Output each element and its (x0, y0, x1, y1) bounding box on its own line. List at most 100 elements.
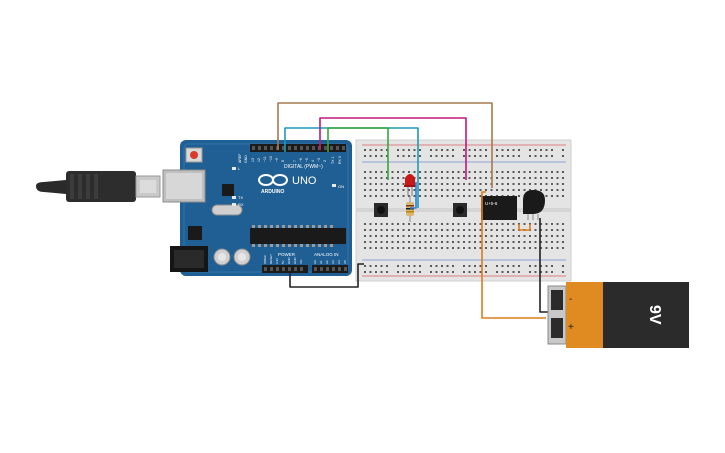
wire-orange-short[interactable] (518, 224, 531, 231)
breadboard-hole[interactable] (413, 271, 416, 273)
breadboard-hole[interactable] (446, 235, 449, 237)
breadboard-hole[interactable] (468, 229, 471, 231)
breadboard-hole[interactable] (419, 171, 421, 173)
breadboard-hole[interactable] (435, 223, 438, 225)
breadboard-hole[interactable] (375, 247, 377, 249)
breadboard-hole[interactable] (485, 265, 487, 267)
breadboard-hole[interactable] (441, 247, 443, 249)
breadboard-hole[interactable] (386, 271, 388, 273)
breadboard-hole[interactable] (391, 235, 394, 237)
breadboard-hole[interactable] (474, 149, 476, 151)
breadboard-hole[interactable] (463, 265, 465, 267)
breadboard-hole[interactable] (545, 177, 548, 179)
relay[interactable]: U+5-6 (481, 196, 517, 220)
breadboard-hole[interactable] (468, 223, 471, 225)
red-led[interactable] (404, 174, 416, 196)
breadboard-hole[interactable] (501, 149, 504, 151)
breadboard-hole[interactable] (452, 155, 454, 157)
breadboard-hole[interactable] (419, 149, 421, 151)
breadboard-hole[interactable] (534, 223, 537, 225)
breadboard-hole[interactable] (397, 229, 399, 231)
breadboard-hole[interactable] (529, 171, 531, 173)
breadboard-hole[interactable] (479, 155, 482, 157)
breadboard-hole[interactable] (375, 265, 377, 267)
breadboard-hole[interactable] (430, 235, 432, 237)
breadboard-hole[interactable] (463, 183, 465, 185)
breadboard-hole[interactable] (364, 183, 366, 185)
breadboard-hole[interactable] (463, 271, 465, 273)
breadboard-hole[interactable] (408, 171, 410, 173)
breadboard-hole[interactable] (441, 155, 443, 157)
breadboard-hole[interactable] (523, 177, 526, 179)
breadboard-hole[interactable] (518, 189, 520, 191)
breadboard-hole[interactable] (435, 155, 438, 157)
breadboard-hole[interactable] (562, 155, 564, 157)
breadboard-hole[interactable] (496, 183, 498, 185)
breadboard-hole[interactable] (551, 171, 553, 173)
breadboard-hole[interactable] (512, 265, 515, 267)
breadboard-hole[interactable] (485, 189, 487, 191)
breadboard-hole[interactable] (419, 265, 421, 267)
breadboard-hole[interactable] (386, 241, 388, 243)
breadboard-hole[interactable] (380, 177, 383, 179)
breadboard-hole[interactable] (452, 171, 454, 173)
breadboard-hole[interactable] (446, 177, 449, 179)
breadboard-hole[interactable] (474, 155, 476, 157)
breadboard-hole[interactable] (496, 247, 498, 249)
breadboard-hole[interactable] (468, 235, 471, 237)
breadboard-hole[interactable] (474, 195, 476, 197)
breadboard-hole[interactable] (441, 229, 443, 231)
wire-black-gnd[interactable] (289, 263, 364, 288)
breadboard-hole[interactable] (490, 247, 493, 249)
breadboard-hole[interactable] (424, 223, 427, 225)
breadboard-hole[interactable] (397, 183, 399, 185)
breadboard-hole[interactable] (391, 229, 394, 231)
breadboard-hole[interactable] (430, 177, 432, 179)
breadboard-hole[interactable] (397, 155, 399, 157)
breadboard-hole[interactable] (408, 241, 410, 243)
breadboard-hole[interactable] (518, 235, 520, 237)
breadboard-hole[interactable] (474, 247, 476, 249)
breadboard-hole[interactable] (545, 271, 548, 273)
breadboard-hole[interactable] (441, 241, 443, 243)
breadboard-hole[interactable] (419, 177, 421, 179)
breadboard-hole[interactable] (556, 183, 559, 185)
breadboard-hole[interactable] (424, 195, 427, 197)
breadboard-hole[interactable] (441, 183, 443, 185)
breadboard-hole[interactable] (507, 241, 509, 243)
breadboard-hole[interactable] (518, 155, 520, 157)
breadboard-hole[interactable] (479, 189, 482, 191)
breadboard-hole[interactable] (529, 155, 531, 157)
breadboard-hole[interactable] (380, 235, 383, 237)
breadboard-hole[interactable] (430, 195, 432, 197)
breadboard-hole[interactable] (545, 155, 548, 157)
breadboard-hole[interactable] (364, 155, 366, 157)
breadboard-hole[interactable] (529, 189, 531, 191)
breadboard-hole[interactable] (468, 271, 471, 273)
breadboard-hole[interactable] (512, 155, 515, 157)
breadboard-hole[interactable] (474, 171, 476, 173)
breadboard-hole[interactable] (496, 189, 498, 191)
breadboard-hole[interactable] (468, 183, 471, 185)
breadboard-hole[interactable] (507, 177, 509, 179)
breadboard-hole[interactable] (430, 155, 432, 157)
breadboard-hole[interactable] (551, 177, 553, 179)
breadboard-hole[interactable] (529, 247, 531, 249)
breadboard-hole[interactable] (551, 189, 553, 191)
breadboard-hole[interactable] (380, 149, 383, 151)
breadboard-hole[interactable] (523, 171, 526, 173)
breadboard-hole[interactable] (529, 265, 531, 267)
breadboard-hole[interactable] (540, 155, 542, 157)
breadboard-hole[interactable] (441, 235, 443, 237)
breadboard-hole[interactable] (551, 229, 553, 231)
arduino-uno-board[interactable]: AREF GND 13 12 ~11 ~10 ~9 8 7 ~6 ~5 4 ~3… (162, 140, 352, 276)
breadboard-hole[interactable] (490, 235, 493, 237)
breadboard-hole[interactable] (402, 223, 405, 225)
breadboard-hole[interactable] (364, 223, 366, 225)
breadboard-hole[interactable] (545, 149, 548, 151)
breadboard-hole[interactable] (424, 247, 427, 249)
breadboard-hole[interactable] (551, 155, 553, 157)
breadboard-hole[interactable] (562, 241, 564, 243)
breadboard-hole[interactable] (419, 247, 421, 249)
breadboard-hole[interactable] (397, 149, 399, 151)
